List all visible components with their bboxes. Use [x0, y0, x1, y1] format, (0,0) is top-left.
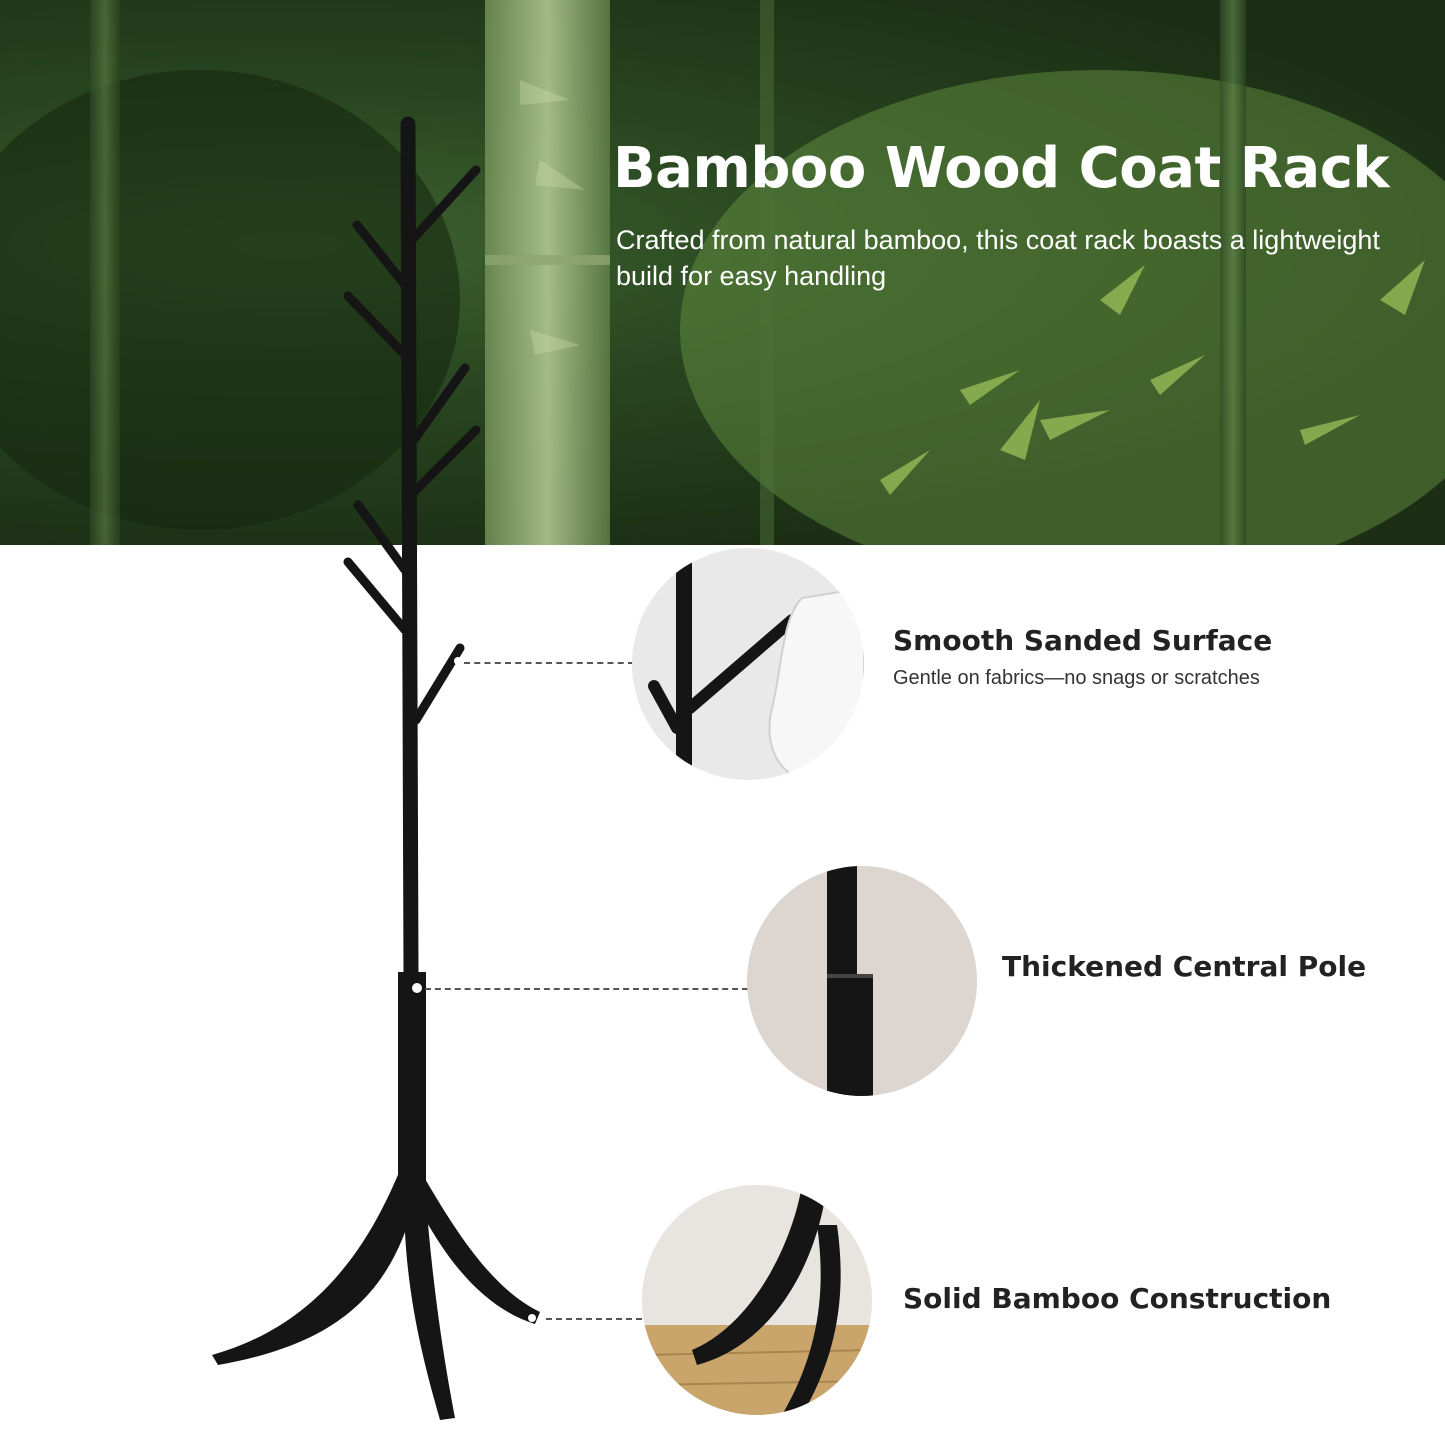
product-description: Crafted from natural bamboo, this coat r… [616, 225, 1380, 291]
callout-line-hook [464, 662, 634, 664]
hook-closeup-image [632, 548, 864, 780]
feature-title-construction: Solid Bamboo Construction [903, 1282, 1332, 1315]
bamboo-background [0, 0, 1445, 545]
callout-line-base [546, 1318, 642, 1320]
hero-banner: Bamboo Wood Coat Rack Crafted from natur… [0, 0, 1445, 545]
base-closeup-image [642, 1185, 872, 1415]
callout-line-pole [425, 988, 748, 990]
product-title: Bamboo Wood Coat Rack [613, 136, 1390, 201]
feature-subtitle-surface: Gentle on fabrics—no snags or scratches [893, 667, 1260, 689]
feature-title-pole: Thickened Central Pole [1002, 950, 1367, 983]
pole-closeup-image [747, 866, 977, 1096]
feature-title-surface: Smooth Sanded Surface [893, 624, 1273, 657]
